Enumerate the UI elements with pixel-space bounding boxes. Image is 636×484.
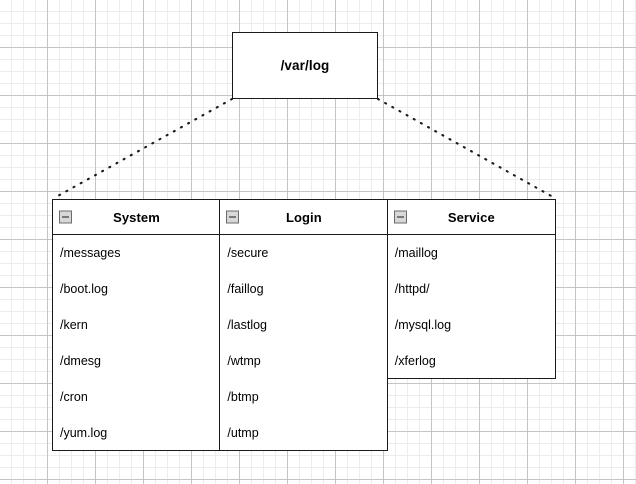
column-service-header[interactable]: Service <box>387 200 555 235</box>
list-item[interactable]: /xferlog <box>394 354 436 368</box>
list-item[interactable]: /yum.log <box>60 426 108 440</box>
list-item[interactable]: /cron <box>60 390 88 404</box>
list-item[interactable]: /utmp <box>227 426 259 440</box>
column-service[interactable]: Service /maillog /httpd/ /mysql.log /xfe… <box>386 199 556 379</box>
list-item[interactable]: /maillog <box>394 246 438 260</box>
column-login[interactable]: Login /secure /faillog /lastlog /wtmp /b… <box>219 199 389 451</box>
column-login-list: /secure /faillog /lastlog /wtmp /btmp /u… <box>220 235 387 451</box>
minus-box-icon[interactable] <box>59 210 72 224</box>
edge-root-to-service <box>376 97 555 199</box>
list-item[interactable]: /faillog <box>227 282 264 296</box>
minus-box-icon[interactable] <box>226 210 240 224</box>
list-item[interactable]: /kern <box>60 318 88 332</box>
root-node-var-log[interactable]: /var/log <box>232 32 378 99</box>
list-item[interactable]: /secure <box>227 246 269 260</box>
column-login-header[interactable]: Login <box>220 200 388 235</box>
list-item[interactable]: /dmesg <box>60 354 101 368</box>
column-system-list: /messages /boot.log /kern /dmesg /cron /… <box>53 235 220 451</box>
edge-root-to-system <box>54 97 234 199</box>
column-system[interactable]: System /messages /boot.log /kern /dmesg … <box>52 199 221 451</box>
list-item[interactable]: /mysql.log <box>394 318 452 332</box>
column-system-header[interactable]: System <box>53 200 220 235</box>
list-item[interactable]: /btmp <box>227 390 259 404</box>
minus-box-icon[interactable] <box>393 210 407 224</box>
list-item[interactable]: /wtmp <box>227 354 261 368</box>
list-item[interactable]: /httpd/ <box>394 282 430 296</box>
column-system-title: System <box>113 209 160 225</box>
list-item[interactable]: /boot.log <box>60 282 108 296</box>
column-service-title: Service <box>447 209 495 225</box>
list-item[interactable]: /messages <box>60 246 121 260</box>
column-login-title: Login <box>285 209 322 225</box>
list-item[interactable]: /lastlog <box>227 318 267 332</box>
root-node-label: /var/log <box>280 58 330 73</box>
column-service-list: /maillog /httpd/ /mysql.log /xferlog <box>388 235 555 379</box>
